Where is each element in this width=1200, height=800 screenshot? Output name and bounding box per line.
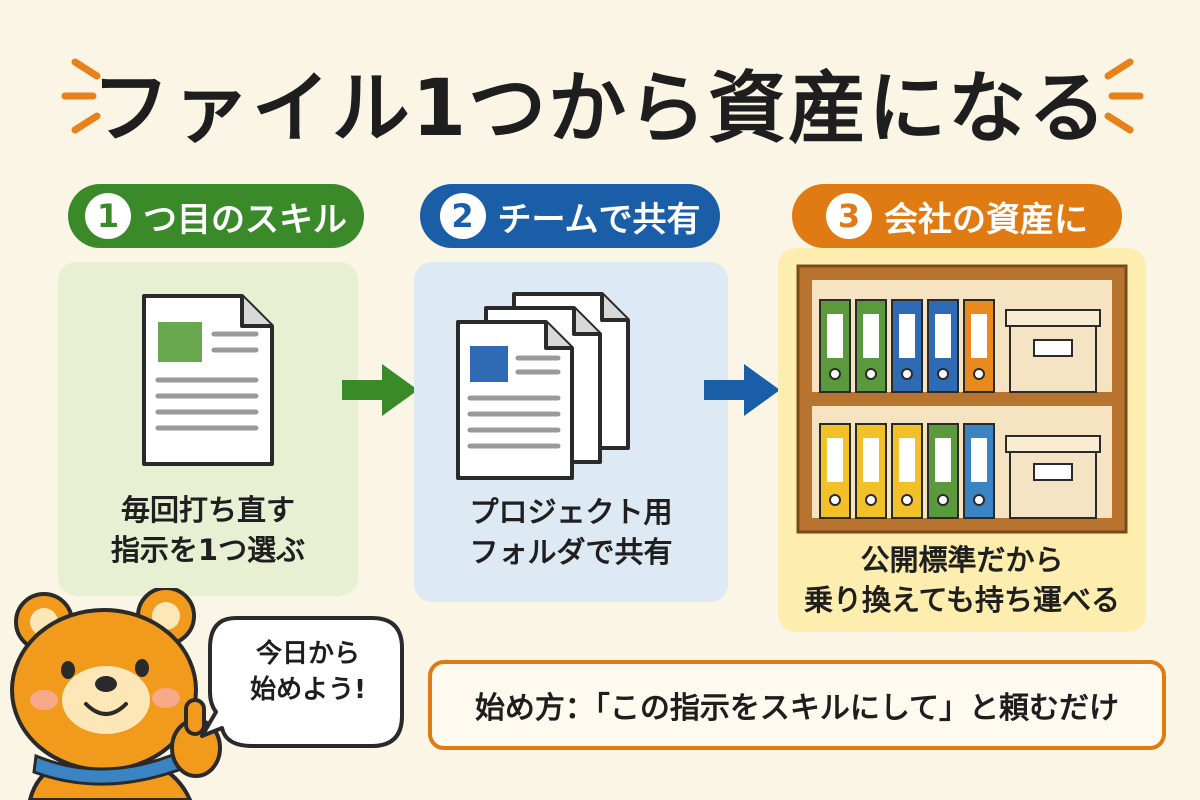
bubble-line2: 始めよう!	[250, 675, 366, 705]
step-2-pill: 2 チームで共有	[420, 184, 720, 248]
step-3-pill: 3 会社の資産に	[792, 184, 1122, 248]
step-2-caption-line1: プロジェクト用	[469, 495, 673, 529]
step-1-number: 1	[85, 193, 131, 239]
step-3-label: 会社の資産に	[884, 199, 1088, 240]
speech-bubble	[200, 616, 404, 748]
burst-left-icon	[61, 58, 101, 134]
step-3-number: 3	[826, 193, 872, 239]
step-1-pill: 1 つ目のスキル	[68, 184, 364, 248]
step-2-number: 2	[439, 193, 486, 239]
step-2-label: チームで共有	[497, 199, 701, 240]
step-1-caption-line1: 毎回打ち直す	[120, 493, 295, 527]
speech-bubble-text: 今日から 始めよう!	[212, 636, 404, 708]
arrow-right-icon	[342, 364, 418, 416]
step-1-caption: 毎回打ち直す 指示を1つ選ぶ	[58, 490, 358, 570]
step-3-caption: 公開標準だから 乗り換えても持ち運べる	[778, 540, 1146, 620]
page-title: ファイル1つから資産になる	[91, 64, 1109, 154]
document-icon	[142, 294, 274, 466]
step-1-label: つ目のスキル	[143, 199, 347, 240]
step-1-panel: 毎回打ち直す 指示を1つ選ぶ	[58, 262, 358, 596]
step-3-caption-line2: 乗り換えても持ち運べる	[803, 583, 1121, 617]
how-to-start-box: 始め方：「この指示をスキルにして」と頼むだけ	[428, 660, 1166, 750]
step-3-caption-line1: 公開標準だから	[860, 543, 1064, 577]
step-2-caption: プロジェクト用 フォルダで共有	[414, 492, 728, 572]
how-to-start-text: 始め方：「この指示をスキルにして」と頼むだけ	[474, 691, 1120, 726]
bubble-line1: 今日から	[255, 639, 360, 669]
step-3-panel: 公開標準だから 乗り換えても持ち運べる	[778, 248, 1146, 632]
step-2-panel: プロジェクト用 フォルダで共有	[414, 262, 728, 602]
step-2-caption-line2: フォルダで共有	[469, 535, 673, 569]
step-1-caption-line2: 指示を1つ選ぶ	[110, 533, 306, 567]
bookshelf-icon	[796, 264, 1128, 534]
arrow-right-icon	[704, 364, 780, 416]
burst-right-icon	[1104, 58, 1144, 134]
bear-mascot	[10, 588, 222, 800]
stacked-documents-icon	[456, 292, 630, 480]
